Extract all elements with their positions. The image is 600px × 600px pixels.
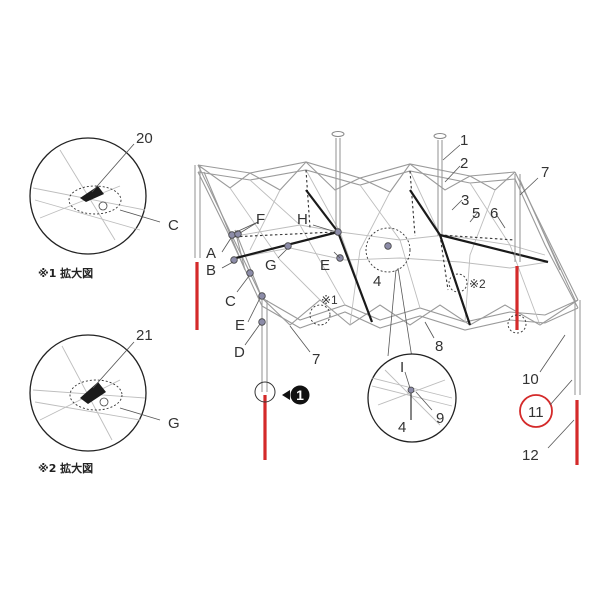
label-8: 8 xyxy=(435,338,443,355)
caption-detail-1: ※1 拡大図 xyxy=(38,266,93,280)
callout-1-number: 1 xyxy=(296,387,304,403)
label-4-detail: 4 xyxy=(398,419,406,436)
detail-circle-2 xyxy=(29,334,161,452)
label-ref2: ※2 xyxy=(469,277,486,291)
label-f: F xyxy=(256,211,265,228)
label-e-left: E xyxy=(235,317,245,334)
callout-1-arrow xyxy=(282,385,310,405)
label-ref1: ※1 xyxy=(321,293,338,307)
label-c: C xyxy=(225,293,236,310)
label-leaders xyxy=(221,144,575,449)
label-12: 12 xyxy=(522,447,539,464)
label-21: 21 xyxy=(136,327,153,344)
label-e-center: E xyxy=(320,257,330,274)
part-labels: 1 2 3 5 6 7 F A B C E D G H E 4 ※1 ※2 7 … xyxy=(206,132,549,464)
label-g: G xyxy=(265,257,277,274)
label-3: 3 xyxy=(461,192,469,209)
detail-circle-1 xyxy=(29,137,161,255)
label-g-detail: G xyxy=(168,415,180,432)
label-h: H xyxy=(297,211,308,228)
label-1: 1 xyxy=(460,132,468,149)
label-d: D xyxy=(234,344,245,361)
label-2: 2 xyxy=(460,155,468,172)
tent-frame xyxy=(194,131,581,465)
label-7-bottom: 7 xyxy=(312,351,320,368)
caption-detail-2: ※2 拡大図 xyxy=(38,461,93,475)
label-a: A xyxy=(206,245,216,262)
label-9: 9 xyxy=(436,410,444,427)
label-6: 6 xyxy=(490,205,498,222)
label-7-top: 7 xyxy=(541,164,549,181)
label-20: 20 xyxy=(136,130,153,147)
highlight-circle-11 xyxy=(519,394,553,428)
label-b: B xyxy=(206,262,216,279)
label-c-detail: C xyxy=(168,217,179,234)
label-5: 5 xyxy=(472,205,480,222)
label-11: 11 xyxy=(528,404,544,421)
label-4-top: 4 xyxy=(373,273,381,290)
detail-circle-3 xyxy=(367,267,457,443)
label-10: 10 xyxy=(522,371,539,388)
label-i: I xyxy=(400,359,404,376)
